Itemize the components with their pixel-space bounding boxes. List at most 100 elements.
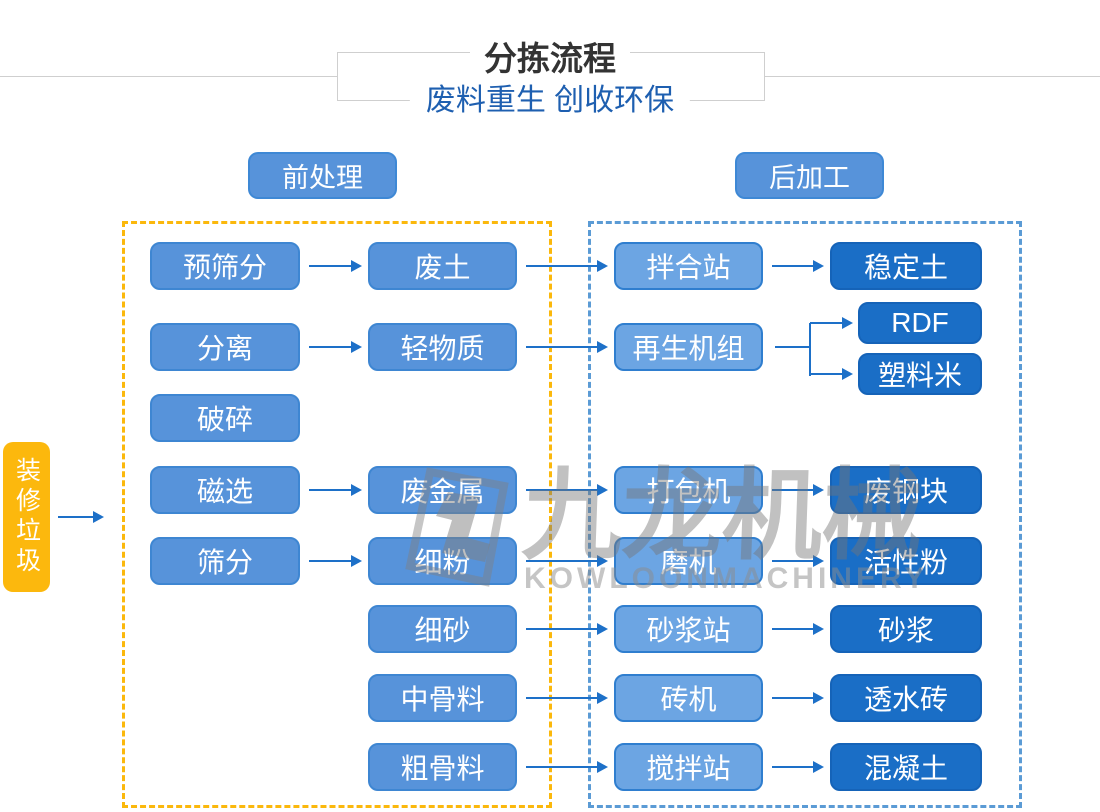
arrow-xifen-moji xyxy=(526,555,608,567)
node-moji: 磨机 xyxy=(614,537,763,585)
arrow-cuguliao-jiaobanzhan xyxy=(526,761,608,773)
node-huoxingfen: 活性粉 xyxy=(830,537,982,585)
node-label: 混凝土 xyxy=(863,753,948,784)
arrow-zaishengjizu-suliaomi xyxy=(810,368,853,380)
arrow-shaft xyxy=(772,766,815,768)
node-label: 透水砖 xyxy=(863,684,948,715)
arrow-fenli-qingwuzhi xyxy=(309,341,362,353)
node-shajiang: 砂浆 xyxy=(830,605,982,653)
arrow-shaft xyxy=(526,346,599,348)
arrow-dabaoji-feigangkuai xyxy=(772,484,824,496)
node-label: 轻物质 xyxy=(400,333,485,364)
node-label: 磁选 xyxy=(196,476,253,507)
node-cixuan: 磁选 xyxy=(150,466,300,514)
arrowhead-icon xyxy=(813,692,824,704)
node-rdf: RDF xyxy=(858,302,982,344)
node-zaishengjizu: 再生机组 xyxy=(614,323,763,371)
arrowhead-icon xyxy=(842,368,853,380)
node-label: 砂浆站 xyxy=(646,615,731,646)
node-label: 磨机 xyxy=(660,547,717,578)
node-label: 粗骨料 xyxy=(400,753,485,784)
node-yushaifen: 预筛分 xyxy=(150,242,300,290)
arrowhead-icon xyxy=(597,260,608,272)
node-cuguliao: 粗骨料 xyxy=(368,743,517,791)
arrow-qingwuzhi-zaishengjizu xyxy=(526,341,608,353)
arrow-zaishengjizu-suliaomi-stub xyxy=(775,346,811,348)
node-xifen: 细粉 xyxy=(368,537,517,585)
arrow-shaft xyxy=(526,697,599,699)
node-fenli: 分离 xyxy=(150,323,300,371)
arrow-cixuan-feijinshu xyxy=(309,484,362,496)
pre-processing-label: 前处理 xyxy=(248,152,397,199)
arrow-zaishengjizu-rdf xyxy=(810,317,853,329)
node-label: 活性粉 xyxy=(863,547,948,578)
node-label: 废金属 xyxy=(400,476,485,507)
node-zhuanji: 砖机 xyxy=(614,674,763,722)
arrow-shaft xyxy=(526,766,599,768)
pre-processing-zone xyxy=(122,221,552,808)
node-label: 预筛分 xyxy=(182,252,267,283)
node-label: 打包机 xyxy=(646,476,731,507)
arrow-shaft xyxy=(810,322,844,324)
arrow-shaft xyxy=(526,560,599,562)
node-wendingtu: 稳定土 xyxy=(830,242,982,290)
source-material-box: 装修垃圾 xyxy=(3,442,50,592)
arrowhead-icon xyxy=(351,555,362,567)
arrow-shajiangzhan-shajiang xyxy=(772,623,824,635)
arrowhead-icon xyxy=(351,260,362,272)
node-xisha: 细砂 xyxy=(368,605,517,653)
arrowhead-icon xyxy=(597,555,608,567)
node-jiaobanzhan: 搅拌站 xyxy=(614,743,763,791)
node-shajiangzhan: 砂浆站 xyxy=(614,605,763,653)
post-processing-label: 后加工 xyxy=(735,152,884,199)
node-label: 细砂 xyxy=(414,615,471,646)
arrow-shaft xyxy=(309,489,353,491)
arrow-moji-huoxingfen xyxy=(772,555,824,567)
arrow-shaifen-xifen xyxy=(309,555,362,567)
arrow-shaft xyxy=(309,560,353,562)
arrow-banhezhan-wendingtu xyxy=(772,260,824,272)
node-feitu: 废土 xyxy=(368,242,517,290)
arrow-zaishengjizu-rdf-elbow xyxy=(809,323,811,349)
node-label: 中骨料 xyxy=(400,684,485,715)
arrow-zhongguliao-zhuanji xyxy=(526,692,608,704)
arrowhead-icon xyxy=(597,341,608,353)
arrow-shaft xyxy=(526,489,599,491)
node-label: 分离 xyxy=(196,333,253,364)
node-label: 搅拌站 xyxy=(646,753,731,784)
arrowhead-icon xyxy=(93,511,104,523)
arrow-shaft xyxy=(526,265,599,267)
arrow-shaft xyxy=(772,489,815,491)
arrow-xisha-shajiangzhan xyxy=(526,623,608,635)
node-label: RDF xyxy=(891,307,949,338)
arrow-shaft xyxy=(526,628,599,630)
node-label: 稳定土 xyxy=(863,252,948,283)
arrowhead-icon xyxy=(813,555,824,567)
node-label: 破碎 xyxy=(196,404,253,435)
arrowhead-icon xyxy=(813,761,824,773)
node-label: 废钢块 xyxy=(863,476,948,507)
arrow-feitu-banhezhan xyxy=(526,260,608,272)
arrow-shaft xyxy=(58,516,95,518)
arrowhead-icon xyxy=(813,260,824,272)
node-label: 砂浆 xyxy=(877,615,934,646)
arrow-shaft xyxy=(309,265,353,267)
node-label: 废土 xyxy=(414,252,471,283)
node-label: 塑料米 xyxy=(877,360,962,391)
arrow-shaft xyxy=(772,628,815,630)
node-label: 砖机 xyxy=(660,684,717,715)
arrowhead-icon xyxy=(813,484,824,496)
page-subtitle: 废料重生 创收环保 xyxy=(409,82,691,120)
post-processing-zone xyxy=(588,221,1022,808)
arrowhead-icon xyxy=(597,484,608,496)
node-suliaomi: 塑料米 xyxy=(858,353,982,395)
arrow-source-to-pre-processing xyxy=(58,511,104,523)
node-feijinshu: 废金属 xyxy=(368,466,517,514)
arrowhead-icon xyxy=(842,317,853,329)
arrowhead-icon xyxy=(597,692,608,704)
arrow-zaishengjizu-suliaomi-elbow xyxy=(809,347,811,376)
node-dabaoji: 打包机 xyxy=(614,466,763,514)
node-banhezhan: 拌合站 xyxy=(614,242,763,290)
arrow-shaft xyxy=(772,560,815,562)
node-feigangkuai: 废钢块 xyxy=(830,466,982,514)
